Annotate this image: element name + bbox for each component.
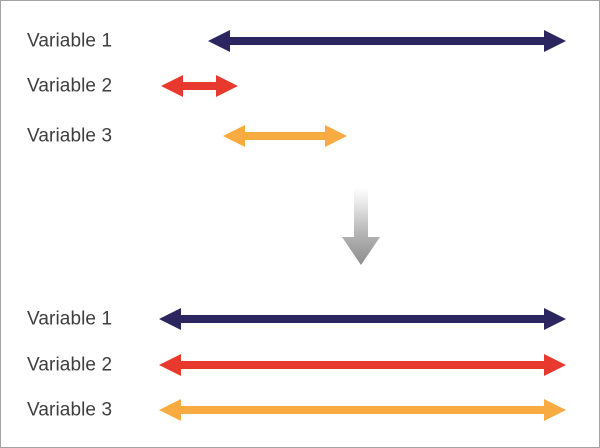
top-arrow-variable-3 — [223, 125, 347, 147]
top-panel: Variable 1 Variable 2 Variable 3 — [1, 1, 599, 171]
bottom-label-variable-3: Variable 3 — [27, 399, 113, 421]
bottom-row-variable-2: Variable 2 — [1, 342, 599, 388]
bottom-label-variable-1: Variable 1 — [27, 308, 113, 330]
down-arrow-icon — [342, 187, 380, 265]
bottom-arrow-variable-2 — [159, 354, 566, 376]
top-row-variable-2: Variable 2 — [1, 63, 599, 109]
top-label-variable-2: Variable 2 — [27, 75, 113, 97]
bottom-arrow-variable-1 — [159, 308, 566, 330]
bottom-label-variable-2: Variable 2 — [27, 354, 113, 376]
top-row-variable-3: Variable 3 — [1, 113, 599, 159]
transition-zone — [1, 171, 599, 291]
top-label-variable-3: Variable 3 — [27, 125, 113, 147]
bottom-panel: Variable 1 Variable 2 Variable 3 — [1, 291, 599, 447]
bottom-row-variable-3: Variable 3 — [1, 387, 599, 433]
top-row-variable-1: Variable 1 — [1, 18, 599, 64]
top-arrow-variable-2 — [161, 75, 238, 97]
top-label-variable-1: Variable 1 — [27, 30, 113, 52]
bottom-row-variable-1: Variable 1 — [1, 296, 599, 342]
top-arrow-variable-1 — [208, 30, 566, 52]
bottom-arrow-variable-3 — [159, 399, 566, 421]
